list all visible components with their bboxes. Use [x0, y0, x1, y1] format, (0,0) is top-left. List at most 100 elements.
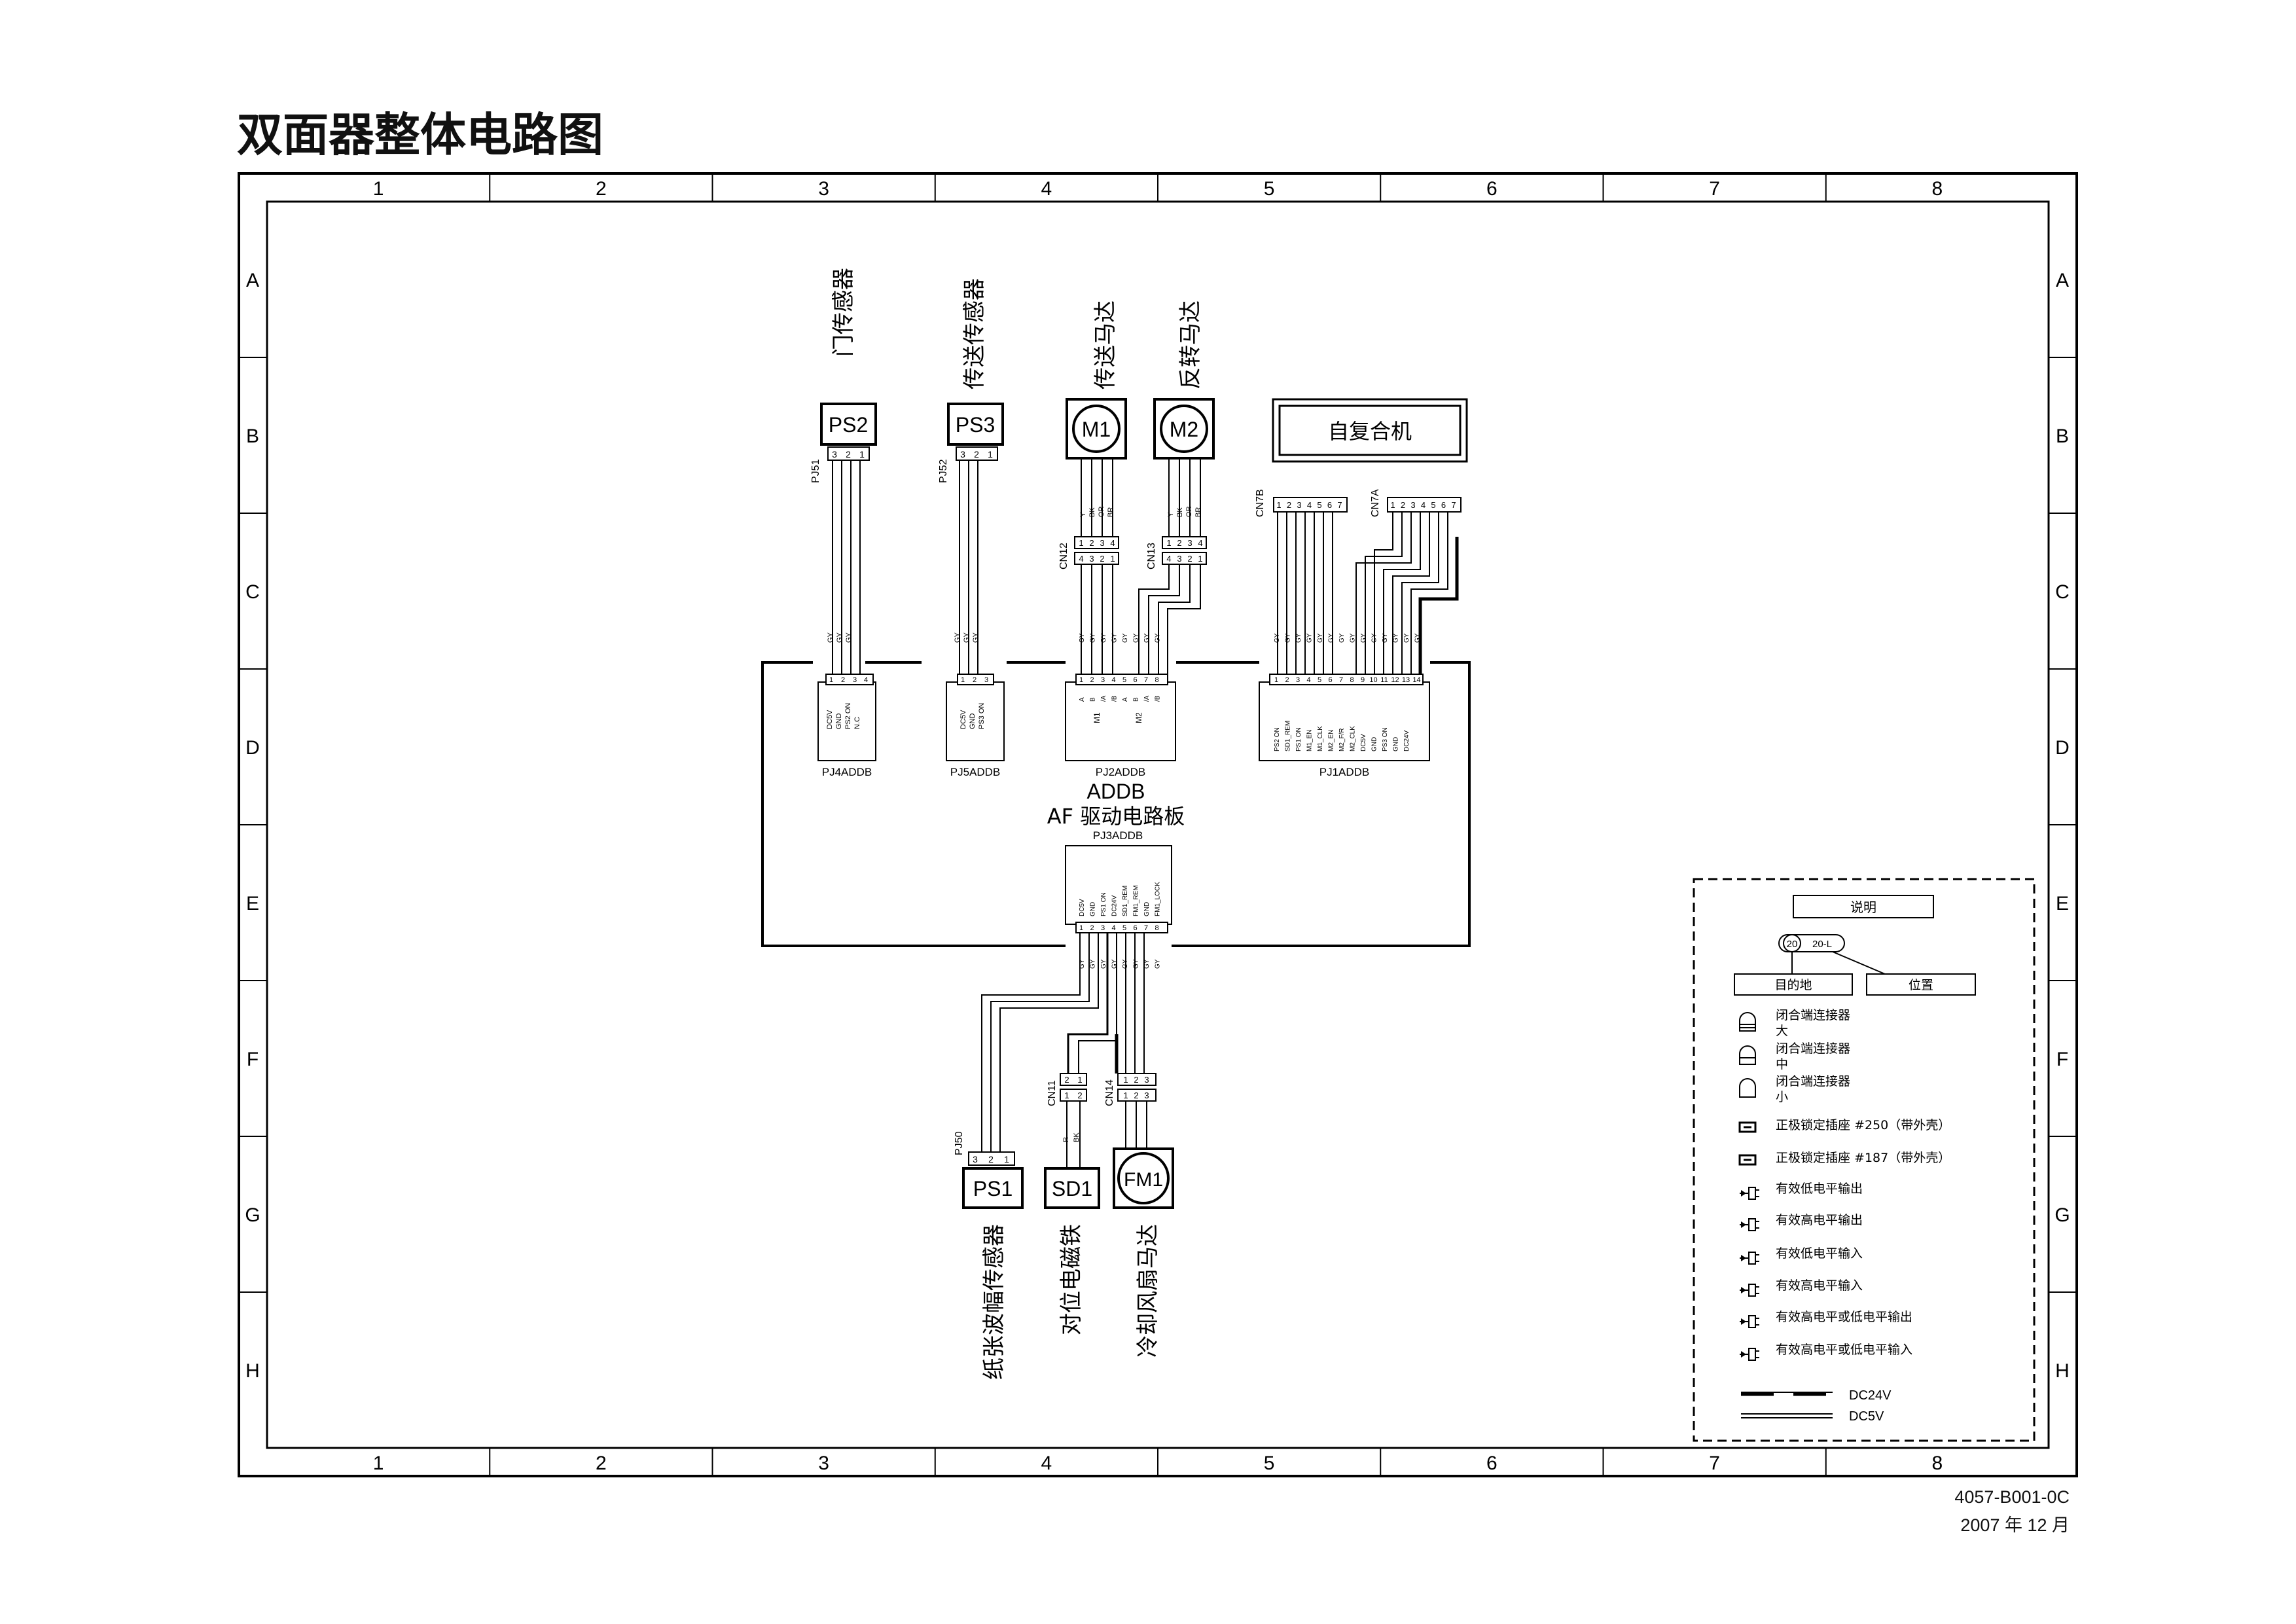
cn13-pin: 4 [1198, 538, 1202, 548]
pj1-pin: 9 [1361, 676, 1365, 684]
pj1-name: PJ1ADDB [1319, 766, 1370, 778]
legend-symbol-icon [1740, 1284, 1759, 1297]
pj1-signal: M1_EN [1306, 730, 1314, 751]
m2-wire: Y [1167, 512, 1175, 517]
pj2-pin: 5 [1122, 676, 1126, 684]
grid-col-label-top: 1 [373, 178, 384, 200]
pj1-wire: GY [1350, 633, 1357, 643]
pj5-pin: 1 [961, 676, 965, 684]
pj3-signal: FM1_REM [1133, 885, 1140, 916]
legend-dc5v: DC5V [1849, 1409, 1884, 1424]
page-title: 双面器整体电路图 [237, 108, 603, 162]
cn7b-label: CN7B [1255, 489, 1266, 517]
legend-symbol-icon [1740, 1218, 1759, 1231]
pj2-wire: GY [1090, 633, 1097, 643]
pj5-pin: 3 [984, 676, 988, 684]
legend-symbol-icon [1740, 1187, 1759, 1200]
pj2-signal: B [1133, 697, 1140, 702]
grid-col-label-top: 6 [1486, 178, 1498, 200]
pj1-pin: 13 [1402, 676, 1410, 684]
pj3-wire: GY [1155, 959, 1162, 969]
legend-symbol-icon [1739, 1078, 1756, 1098]
pj5-signal: GND [969, 713, 977, 730]
ps2-label: 门传感器 [831, 268, 857, 357]
grid-row-label-right: E [2056, 893, 2069, 914]
pj4-signal: PS2 ON [844, 703, 852, 729]
ps2-connector: PJ51 [810, 459, 821, 483]
pj1-wire: GY [1403, 633, 1410, 643]
cn12-pin: 3 [1100, 538, 1104, 548]
pj4-wire: GY [845, 632, 853, 643]
pj1-pin: 12 [1391, 676, 1399, 684]
pj2-signal: B [1090, 697, 1097, 702]
pj1-wire: GY [1306, 633, 1314, 643]
pj1-wire: GY [1414, 633, 1422, 643]
grid-col-label-top: 7 [1709, 178, 1720, 200]
pj1-pin: 5 [1318, 676, 1321, 684]
ps1-id: PS1 [973, 1177, 1013, 1200]
pj1-signal: SD1_REM [1285, 721, 1292, 751]
pj3-signal: DC24V [1111, 895, 1119, 916]
ps3-id: PS3 [956, 413, 995, 437]
pj5-wire: GY [963, 632, 971, 643]
cn13-pin: 1 [1166, 538, 1171, 548]
ps3-connector: PJ52 [938, 459, 949, 483]
ps3-pin: 3 [960, 449, 965, 460]
pj1-wire: GY [1360, 633, 1367, 643]
grid-col-label-top: 8 [1932, 178, 1943, 200]
pj1-signal: M1_CLK [1317, 726, 1324, 751]
pj1-pin: 1 [1274, 676, 1278, 684]
legend-item-text: 有效高电平输出 [1776, 1213, 1863, 1227]
pj2-wire: GY [1111, 633, 1119, 643]
pj2-pin: 7 [1144, 676, 1148, 684]
legend-item-text: 正极锁定插座 #250（带外壳） [1776, 1118, 1950, 1132]
legend-item-text: 闭合端连接器 [1776, 1074, 1850, 1089]
pj2-wire: GY [1100, 633, 1107, 643]
cn14-label: CN14 [1104, 1079, 1115, 1106]
pj3-pin: 1 [1079, 924, 1083, 932]
ps2-pin: 2 [846, 449, 851, 460]
cn7a-label: CN7A [1370, 489, 1381, 517]
cn7a-pin: 6 [1441, 500, 1446, 510]
pj5-signal: PS3 ON [978, 703, 986, 729]
m1-wire: BR [1107, 507, 1115, 517]
grid-col-label-bottom: 3 [818, 1453, 829, 1474]
grid-row-label-right: A [2056, 270, 2069, 291]
grid-col-label-top: 2 [596, 178, 607, 200]
legend-item-text: 闭合端连接器 [1776, 1008, 1850, 1022]
pj2-pin: 4 [1111, 676, 1115, 684]
m2-motor: 反转马达 M2 Y BK OR BR 1 2 3 4 4 3 2 1 CN13 [1146, 300, 1215, 569]
pj4-pin: 2 [841, 676, 845, 684]
grid-row-label-right: C [2055, 581, 2070, 603]
grid-col-label-top: 3 [818, 178, 829, 200]
legend-item-text: 有效高电平或低电平输出 [1776, 1310, 1912, 1324]
sd1-label: 对位电磁铁 [1058, 1224, 1085, 1335]
cn7a-pin: 4 [1421, 500, 1426, 510]
grid-col-label-bottom: 1 [373, 1453, 384, 1474]
cn12-pin: 1 [1110, 554, 1115, 564]
legend-destination: 目的地 [1774, 978, 1812, 992]
pj4-name: PJ4ADDB [822, 766, 872, 778]
cn12-pin: 2 [1100, 554, 1104, 564]
pj2-signal: /B [1155, 695, 1162, 702]
pj1-pin: 8 [1350, 676, 1354, 684]
fm1-fan: 1 2 3 1 2 3 CN14 FM1 冷却风扇马达 [1104, 1073, 1174, 1358]
pj1-pin: 6 [1328, 676, 1332, 684]
pj2-group: M1 [1092, 712, 1102, 723]
fm1-id: FM1 [1124, 1169, 1163, 1191]
addb-name: ADDB [1087, 780, 1145, 803]
pj2-pin: 8 [1155, 676, 1158, 684]
legend-item-text: 有效低电平输入 [1776, 1246, 1863, 1261]
legend: 说明 20 20-L 目的地 位置 闭合端连接器大闭合端连接器中闭合端连接器小正… [1693, 878, 2036, 1442]
pj3-signal: PS1 ON [1100, 892, 1107, 916]
cn12-label: CN12 [1058, 543, 1069, 569]
pj1-signal: M2_F/R [1338, 728, 1346, 751]
pj2-signal: A [1079, 697, 1086, 702]
legend-symbol-icon [1740, 1348, 1759, 1361]
cn13-label: CN13 [1146, 543, 1157, 569]
pj2-wire: GY [1122, 633, 1129, 643]
pj4-connector: PJ4ADDB DC5V GND PS2 ON N.C 1 2 3 4 GY G… [817, 632, 876, 778]
legend-item-text: 有效高电平或低电平输入 [1776, 1343, 1912, 1357]
